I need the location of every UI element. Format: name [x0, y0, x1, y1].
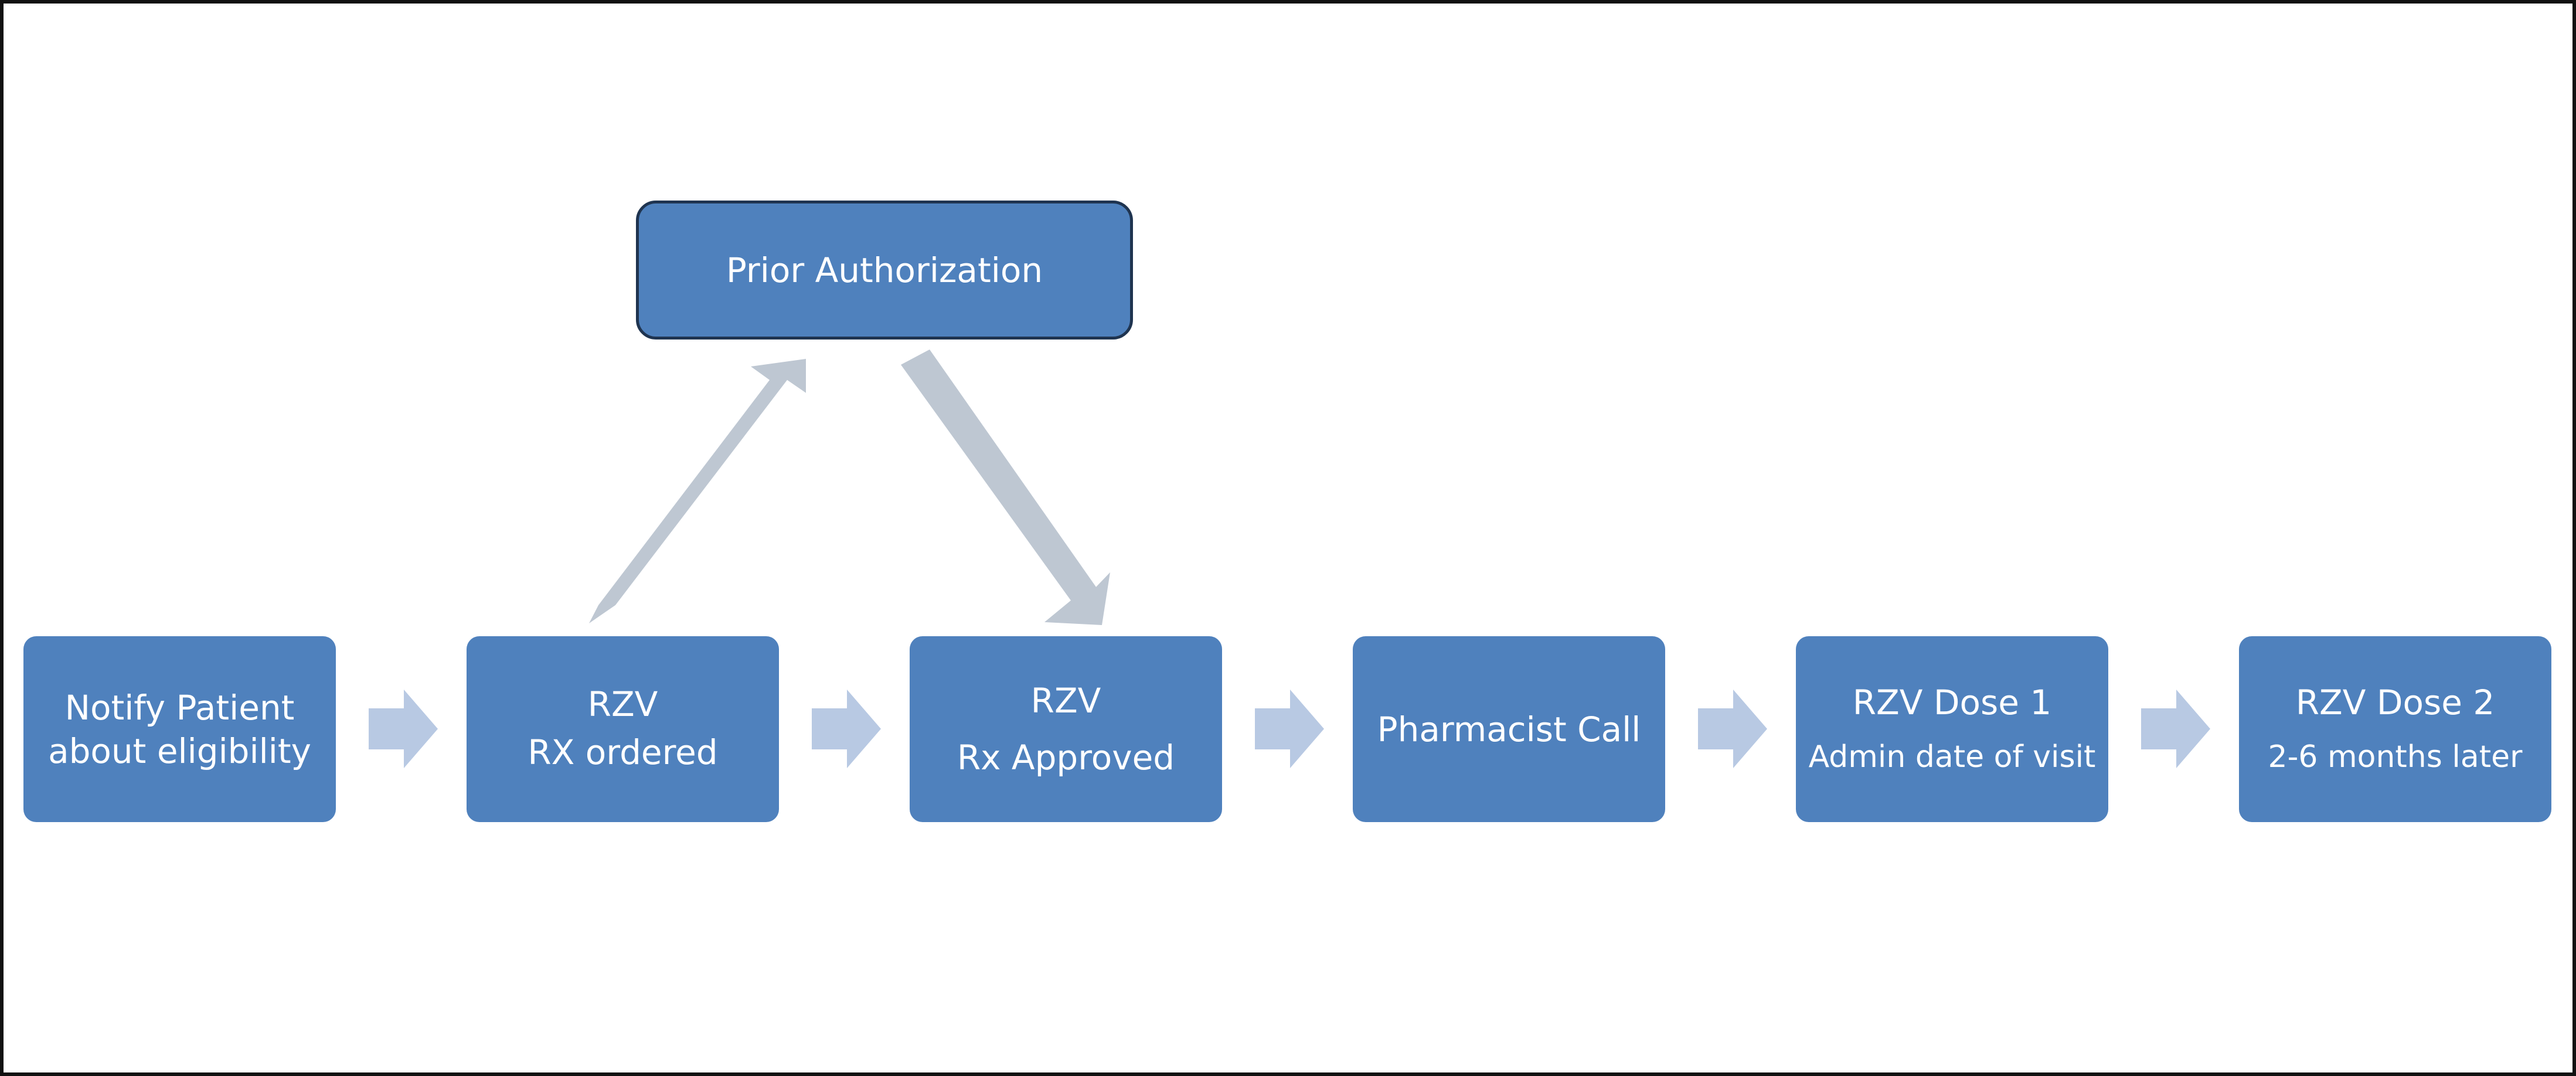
- arrow-to-rx-approved: [901, 349, 1110, 625]
- step-3-title: RZV: [1030, 680, 1101, 721]
- step-rzv-dose-1: RZV Dose 1 Admin date of visit: [1796, 636, 2108, 822]
- step-3-subtitle: Rx Approved: [957, 737, 1175, 778]
- step-rx-ordered: RZV RX ordered: [467, 636, 779, 822]
- step-6-title: RZV Dose 2: [2295, 682, 2495, 722]
- prior-authorization-box: Prior Authorization: [636, 201, 1133, 340]
- step-notify-patient: Notify Patient about eligibility: [23, 636, 336, 822]
- prior-authorization-label: Prior Authorization: [726, 250, 1043, 290]
- step-1-title: Notify Patient: [64, 687, 295, 728]
- arrow-step-5: [2141, 690, 2210, 768]
- step-5-title: RZV Dose 1: [1852, 682, 2052, 722]
- step-2-title: RZV: [587, 684, 658, 724]
- step-pharmacist-call: Pharmacist Call: [1353, 636, 1665, 822]
- step-4-title: Pharmacist Call: [1377, 709, 1641, 749]
- step-5-subtitle: Admin date of visit: [1808, 739, 2096, 775]
- arrow-step-1: [369, 690, 438, 768]
- arrow-step-4: [1698, 690, 1767, 768]
- arrow-step-2: [812, 690, 881, 768]
- step-2-subtitle: RX ordered: [528, 732, 718, 772]
- arrow-to-prior-authorization: [589, 359, 806, 623]
- step-rzv-dose-2: RZV Dose 2 2-6 months later: [2239, 636, 2551, 822]
- step-rx-approved: RZV Rx Approved: [910, 636, 1222, 822]
- step-6-subtitle: 2-6 months later: [2268, 739, 2523, 775]
- arrow-step-3: [1255, 690, 1324, 768]
- step-1-subtitle: about eligibility: [48, 731, 311, 771]
